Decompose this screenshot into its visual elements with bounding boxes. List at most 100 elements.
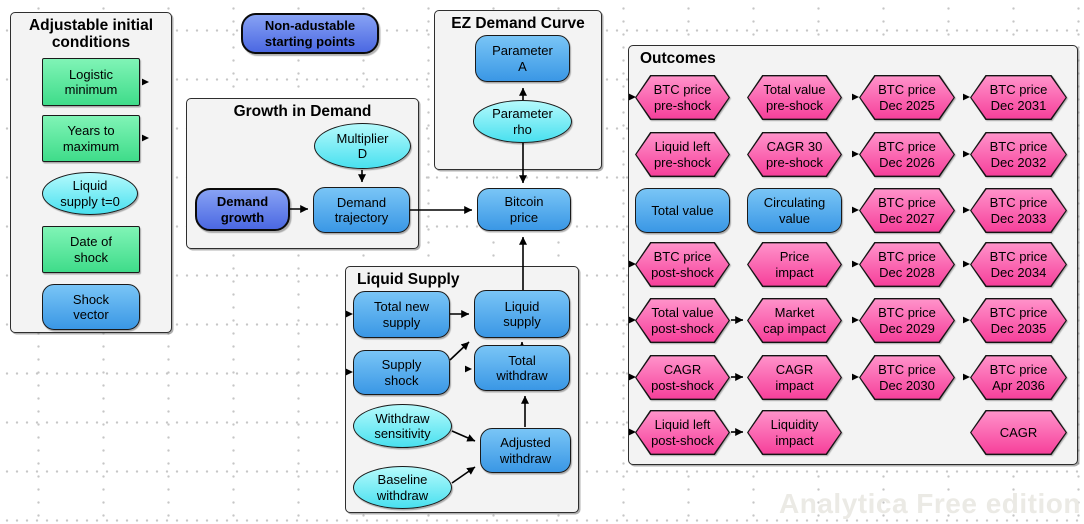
- node-withdraw-sensitivity[interactable]: Withdraw sensitivity: [353, 404, 452, 448]
- node-total-withdraw[interactable]: Total withdraw: [474, 345, 570, 391]
- node-label: Liquid left pre-shock: [653, 139, 712, 170]
- hexagon-fill: [636, 411, 729, 454]
- outcome-price-impact[interactable]: Price impact: [747, 242, 842, 287]
- node-total-new-supply[interactable]: Total new supply: [353, 291, 450, 338]
- outcome-btc-price-dec-2033[interactable]: BTC price Dec 2033: [970, 188, 1067, 233]
- node-label: BTC price Dec 2030: [878, 362, 936, 393]
- node-supply-shock[interactable]: Supply shock: [353, 350, 450, 395]
- outcome-liquid-left-post-shock[interactable]: Liquid left post-shock: [635, 410, 730, 455]
- node-multiplier-d[interactable]: Multiplier D: [314, 123, 411, 169]
- node-label: BTC price post-shock: [651, 249, 714, 280]
- node-parameter-rho[interactable]: Parameter rho: [473, 100, 572, 143]
- outcome-total-value[interactable]: Total value: [635, 188, 730, 233]
- hexagon-fill: [748, 356, 841, 399]
- outcome-btc-price-dec-2031[interactable]: BTC price Dec 2031: [970, 75, 1067, 120]
- outcome-cagr-30-pre-shock[interactable]: CAGR 30 pre-shock: [747, 132, 842, 177]
- node-label: BTC price Dec 2035: [989, 305, 1048, 336]
- outcome-market-cap-impact[interactable]: Market cap impact: [747, 298, 842, 343]
- node-label: CAGR impact: [775, 362, 814, 393]
- node-label: Liquidity impact: [770, 417, 819, 448]
- node-label: BTC price Dec 2034: [989, 249, 1048, 280]
- hexagon-fill: [748, 299, 841, 342]
- node-label: BTC price Dec 2028: [878, 249, 936, 280]
- group-title: Growth in Demand: [233, 103, 372, 120]
- node-liquid-supply[interactable]: Liquid supply: [474, 290, 570, 338]
- hexagon-fill: [860, 299, 954, 342]
- outcome-btc-price-apr-2036[interactable]: BTC price Apr 2036: [970, 355, 1067, 400]
- hexagon-fill: [860, 133, 954, 176]
- outcome-cagr-impact[interactable]: CAGR impact: [747, 355, 842, 400]
- node-label: BTC price Dec 2033: [989, 195, 1048, 226]
- hexagon-fill: [860, 76, 954, 119]
- hexagon-fill: [860, 189, 954, 232]
- outcome-total-value-post-shock[interactable]: Total value post-shock: [635, 298, 730, 343]
- node-adjusted-withdraw[interactable]: Adjusted withdraw: [480, 428, 571, 473]
- hexagon-fill: [748, 133, 841, 176]
- node-date-of-shock[interactable]: Date of shock: [42, 226, 140, 273]
- hexagon-fill: [636, 133, 729, 176]
- outcome-btc-price-dec-2035[interactable]: BTC price Dec 2035: [970, 298, 1067, 343]
- hexagon-fill: [971, 243, 1066, 286]
- outcome-btc-price-dec-2026[interactable]: BTC price Dec 2026: [859, 132, 955, 177]
- hexagon-fill: [860, 243, 954, 286]
- group-title: Adjustable initial conditions: [28, 17, 153, 52]
- watermark: Analytica Free edition: [779, 488, 1081, 519]
- node-label: BTC price pre-shock: [653, 82, 712, 113]
- outcome-btc-price-dec-2028[interactable]: BTC price Dec 2028: [859, 242, 955, 287]
- node-label: BTC price Apr 2036: [989, 362, 1048, 393]
- node-liquid-supply-t0[interactable]: Liquid supply t=0: [42, 172, 138, 215]
- group-title: Liquid Supply: [357, 271, 460, 288]
- outcome-btc-price-dec-2025[interactable]: BTC price Dec 2025: [859, 75, 955, 120]
- hexagon-fill: [971, 411, 1066, 454]
- node-label: BTC price Dec 2029: [878, 305, 936, 336]
- node-label: BTC price Dec 2025: [878, 82, 936, 113]
- outcome-btc-price-dec-2027[interactable]: BTC price Dec 2027: [859, 188, 955, 233]
- outcome-cagr[interactable]: CAGR: [970, 410, 1067, 455]
- node-logistic-minimum[interactable]: Logistic minimum: [42, 58, 140, 106]
- node-baseline-withdraw[interactable]: Baseline withdraw: [353, 466, 452, 509]
- outcome-btc-price-dec-2032[interactable]: BTC price Dec 2032: [970, 132, 1067, 177]
- hexagon-fill: [971, 356, 1066, 399]
- outcome-btc-price-pre-shock[interactable]: BTC price pre-shock: [635, 75, 730, 120]
- node-label: Liquid left post-shock: [651, 417, 714, 448]
- outcome-liquidity-impact[interactable]: Liquidity impact: [747, 410, 842, 455]
- node-non-adjustable-starting-points[interactable]: Non-adustable starting points: [241, 13, 379, 54]
- node-label: BTC price Dec 2031: [989, 82, 1048, 113]
- node-label: BTC price Dec 2026: [878, 139, 936, 170]
- hexagon-fill: [860, 356, 954, 399]
- node-label: BTC price Dec 2027: [878, 195, 936, 226]
- node-demand-trajectory[interactable]: Demand trajectory: [313, 187, 410, 233]
- hexagon-fill: [971, 189, 1066, 232]
- hexagon-fill: [636, 299, 729, 342]
- outcome-btc-price-dec-2030[interactable]: BTC price Dec 2030: [859, 355, 955, 400]
- hexagon-fill: [636, 356, 729, 399]
- group-title: EZ Demand Curve: [451, 15, 585, 32]
- hexagon-fill: [971, 76, 1066, 119]
- outcome-btc-price-post-shock[interactable]: BTC price post-shock: [635, 242, 730, 287]
- node-label: CAGR: [999, 424, 1038, 440]
- node-years-to-maximum[interactable]: Years to maximum: [42, 115, 140, 162]
- node-demand-growth[interactable]: Demand growth: [195, 188, 290, 231]
- node-label: CAGR post-shock: [651, 362, 714, 393]
- node-bitcoin-price[interactable]: Bitcoin price: [477, 188, 571, 231]
- hexagon-fill: [636, 76, 729, 119]
- node-label: Total value post-shock: [651, 305, 714, 336]
- hexagon-fill: [748, 243, 841, 286]
- outcome-btc-price-dec-2034[interactable]: BTC price Dec 2034: [970, 242, 1067, 287]
- hexagon-fill: [748, 76, 841, 119]
- outcome-liquid-left-pre-shock[interactable]: Liquid left pre-shock: [635, 132, 730, 177]
- node-label: CAGR 30 pre-shock: [765, 139, 824, 170]
- outcome-cagr-post-shock[interactable]: CAGR post-shock: [635, 355, 730, 400]
- hexagon-fill: [748, 411, 841, 454]
- node-label: Price impact: [775, 249, 814, 280]
- group-ez-demand-curve: EZ Demand Curve: [434, 10, 602, 170]
- outcome-circulating-value[interactable]: Circulating value: [747, 188, 842, 233]
- outcome-btc-price-dec-2029[interactable]: BTC price Dec 2029: [859, 298, 955, 343]
- node-parameter-a[interactable]: Parameter A: [475, 35, 570, 82]
- outcome-total-value-pre-shock[interactable]: Total value pre-shock: [747, 75, 842, 120]
- hexagon-fill: [636, 243, 729, 286]
- node-label: Total value pre-shock: [763, 82, 826, 113]
- node-label: Market cap impact: [763, 305, 826, 336]
- node-shock-vector[interactable]: Shock vector: [42, 284, 140, 330]
